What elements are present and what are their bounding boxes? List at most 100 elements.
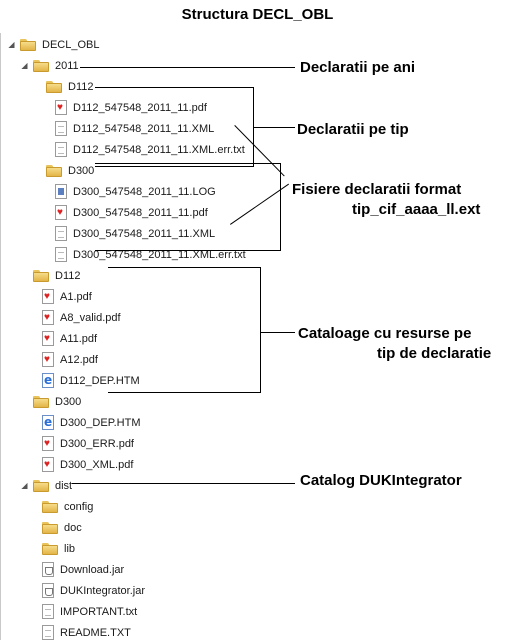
- tree-item-label: DECL_OBL: [42, 38, 100, 51]
- tree-item-file[interactable]: A1.pdf: [42, 286, 92, 307]
- expand-arrow-icon[interactable]: ◢: [8, 40, 15, 49]
- html-file-icon: [42, 415, 54, 430]
- pdf-file-icon: [42, 436, 54, 451]
- tree-item-d300-catalog[interactable]: D300: [20, 391, 81, 412]
- tree-item-label: DUKIntegrator.jar: [60, 584, 145, 597]
- tree-item-file[interactable]: D300_547548_2011_11.XML: [55, 223, 215, 244]
- tree-item-label: IMPORTANT.txt: [60, 605, 138, 618]
- tree-item-d112[interactable]: D112: [33, 76, 93, 97]
- tree-item-label: D300_DEP.HTM: [60, 416, 141, 429]
- annotation-duk: Catalog DUKIntegrator: [300, 472, 462, 489]
- annotation-fisiere-line2: tip_cif_aaaa_ll.ext: [352, 201, 481, 218]
- tree-item-decl-obl[interactable]: ◢ DECL_OBL: [7, 34, 99, 55]
- tree-item-label: D112_547548_2011_11.XML.err.txt: [73, 143, 245, 156]
- tree-item-doc[interactable]: doc: [42, 517, 82, 538]
- tree-item-label: A8_valid.pdf: [60, 311, 121, 324]
- tree-item-label: D300: [55, 395, 82, 408]
- tree-item-label: D300_547548_2011_11.LOG: [73, 185, 216, 198]
- tree-item-file[interactable]: D112_DEP.HTM: [42, 370, 140, 391]
- tree-item-file[interactable]: D112_547548_2011_11.pdf: [55, 97, 207, 118]
- jar-file-icon: [42, 562, 54, 577]
- tree-item-file[interactable]: A11.pdf: [42, 328, 97, 349]
- tree-item-file[interactable]: D112_547548_2011_11.XML.err.txt: [55, 139, 245, 160]
- tree-item-label: lib: [64, 542, 76, 555]
- tree-item-d300[interactable]: D300: [33, 160, 94, 181]
- tree-item-label: D112_547548_2011_11.XML: [73, 122, 215, 135]
- tree-item-label: D112_547548_2011_11.pdf: [73, 101, 207, 114]
- leader-line-ani: [80, 67, 295, 68]
- tree-item-lib[interactable]: lib: [42, 538, 75, 559]
- folder-icon: [46, 164, 62, 177]
- tree-item-file[interactable]: D300_547548_2011_11.pdf: [55, 202, 208, 223]
- tree-item-file[interactable]: D300_547548_2011_11.LOG: [55, 181, 216, 202]
- folder-icon: [46, 80, 62, 93]
- tree-item-label: README.TXT: [60, 626, 131, 639]
- tree-item-file[interactable]: D300_ERR.pdf: [42, 433, 134, 454]
- folder-icon: [33, 59, 49, 72]
- log-file-icon: [55, 184, 67, 199]
- text-file-icon: [42, 625, 54, 640]
- text-file-icon: [42, 604, 54, 619]
- folder-icon: [42, 542, 58, 555]
- tree-item-file[interactable]: IMPORTANT.txt: [42, 601, 137, 622]
- tree-item-label: D112: [68, 80, 94, 93]
- folder-icon: [33, 479, 49, 492]
- pdf-file-icon: [55, 205, 67, 220]
- bracket-d112-files: [95, 87, 254, 167]
- tree-item-label: D300: [68, 164, 95, 177]
- expand-arrow-icon[interactable]: ◢: [21, 481, 28, 490]
- tree-item-file[interactable]: Download.jar: [42, 559, 124, 580]
- tree-item-label: A12.pdf: [60, 353, 98, 366]
- leader-line-tip: [253, 127, 295, 128]
- tree-item-file[interactable]: D300_DEP.HTM: [42, 412, 141, 433]
- text-file-icon: [55, 142, 67, 157]
- tree-pane-border: [0, 33, 1, 640]
- tree-item-d112-catalog[interactable]: D112: [20, 265, 80, 286]
- tree-item-file[interactable]: DUKIntegrator.jar: [42, 580, 145, 601]
- xml-file-icon: [55, 226, 67, 241]
- tree-item-label: dist: [55, 479, 73, 492]
- expand-arrow-icon[interactable]: ◢: [21, 61, 28, 70]
- pdf-file-icon: [42, 352, 54, 367]
- tree-item-label: A11.pdf: [60, 332, 98, 345]
- tree-item-dist[interactable]: ◢ dist: [20, 475, 72, 496]
- annotation-ani: Declaratii pe ani: [300, 59, 416, 76]
- folder-icon: [42, 521, 58, 534]
- tree-item-file[interactable]: A12.pdf: [42, 349, 98, 370]
- tree-item-file[interactable]: D300_547548_2011_11.XML.err.txt: [55, 244, 246, 265]
- html-file-icon: [42, 373, 54, 388]
- tree-item-label: config: [64, 500, 94, 513]
- tree-item-label: D300_XML.pdf: [60, 458, 134, 471]
- tree-item-label: D300_ERR.pdf: [60, 437, 134, 450]
- tree-item-2011[interactable]: ◢ 2011: [20, 55, 79, 76]
- folder-tree: ◢ DECL_OBL ◢ 2011 D112 D112_547548_2011_…: [0, 33, 287, 640]
- tree-item-label: D300_547548_2011_11.XML.err.txt: [73, 248, 246, 261]
- diagram-title: Structura DECL_OBL: [181, 6, 334, 23]
- tree-item-label: 2011: [55, 59, 79, 72]
- xml-file-icon: [55, 121, 67, 136]
- annotation-cataloage-line1: Cataloage cu resurse pe: [298, 325, 472, 342]
- folder-icon: [42, 500, 58, 513]
- tree-item-file[interactable]: README.TXT: [42, 622, 131, 643]
- annotation-fisiere-line1: Fisiere declaratii format: [292, 181, 462, 198]
- pdf-file-icon: [42, 289, 54, 304]
- pdf-file-icon: [42, 310, 54, 325]
- folder-icon: [33, 395, 49, 408]
- tree-item-file[interactable]: D112_547548_2011_11.XML: [55, 118, 214, 139]
- tree-item-config[interactable]: config: [42, 496, 93, 517]
- pdf-file-icon: [55, 100, 67, 115]
- tree-item-file[interactable]: D300_XML.pdf: [42, 454, 133, 475]
- bracket-d300-files: [95, 163, 281, 251]
- tree-item-label: doc: [64, 521, 82, 534]
- leader-line-duk: [72, 483, 295, 484]
- pdf-file-icon: [42, 457, 54, 472]
- annotation-tip: Declaratii pe tip: [297, 121, 409, 138]
- tree-item-file[interactable]: A8_valid.pdf: [42, 307, 121, 328]
- pdf-file-icon: [42, 331, 54, 346]
- folder-icon: [20, 38, 36, 51]
- text-file-icon: [55, 247, 67, 262]
- tree-item-label: D300_547548_2011_11.pdf: [73, 206, 208, 219]
- leader-line-cataloage: [260, 332, 295, 333]
- tree-item-label: D112: [55, 269, 81, 282]
- bracket-resource-catalogs: [108, 267, 261, 393]
